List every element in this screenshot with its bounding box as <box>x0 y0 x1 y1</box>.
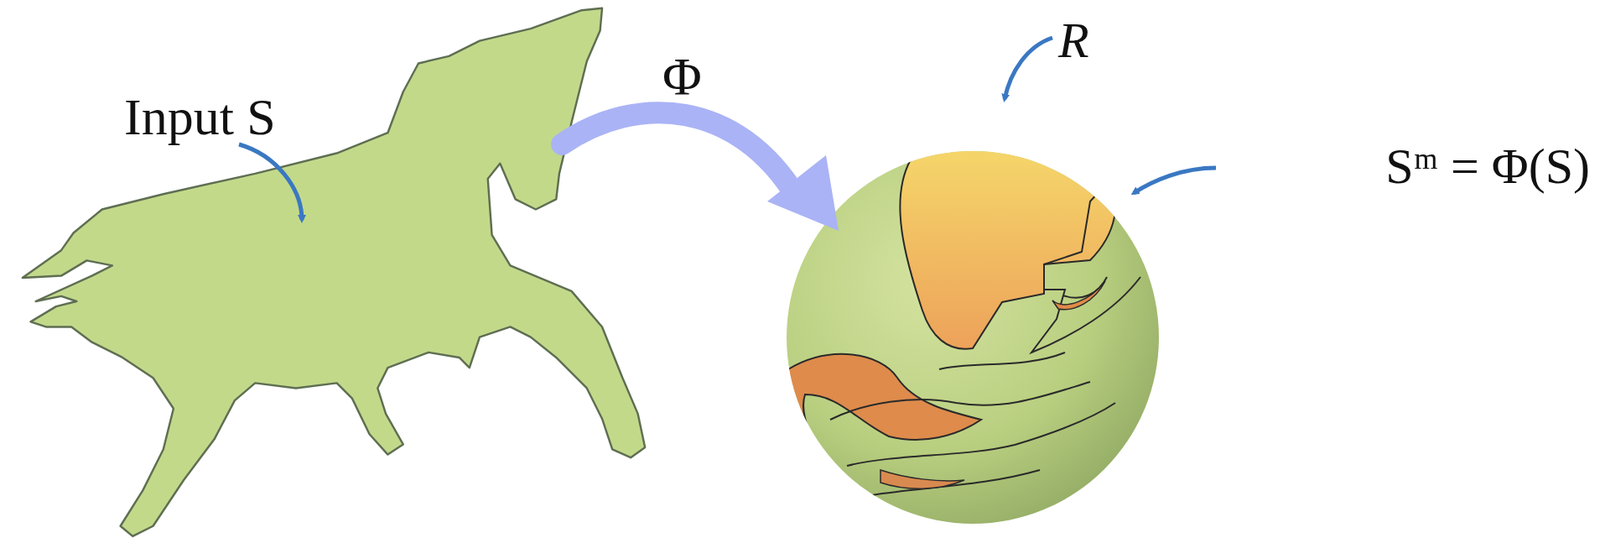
label: Φ <box>662 50 702 104</box>
leader-arrow <box>1133 167 1216 193</box>
label: R <box>1058 15 1090 66</box>
leader-arrow <box>1004 37 1053 99</box>
horse-shape <box>22 8 645 536</box>
label: Sᵐ = Φ(S) <box>1385 140 1590 192</box>
label: Input S <box>124 90 276 143</box>
phi-arrow <box>561 112 797 198</box>
phi-arrowhead <box>767 155 839 231</box>
leader-arrow <box>238 144 302 220</box>
